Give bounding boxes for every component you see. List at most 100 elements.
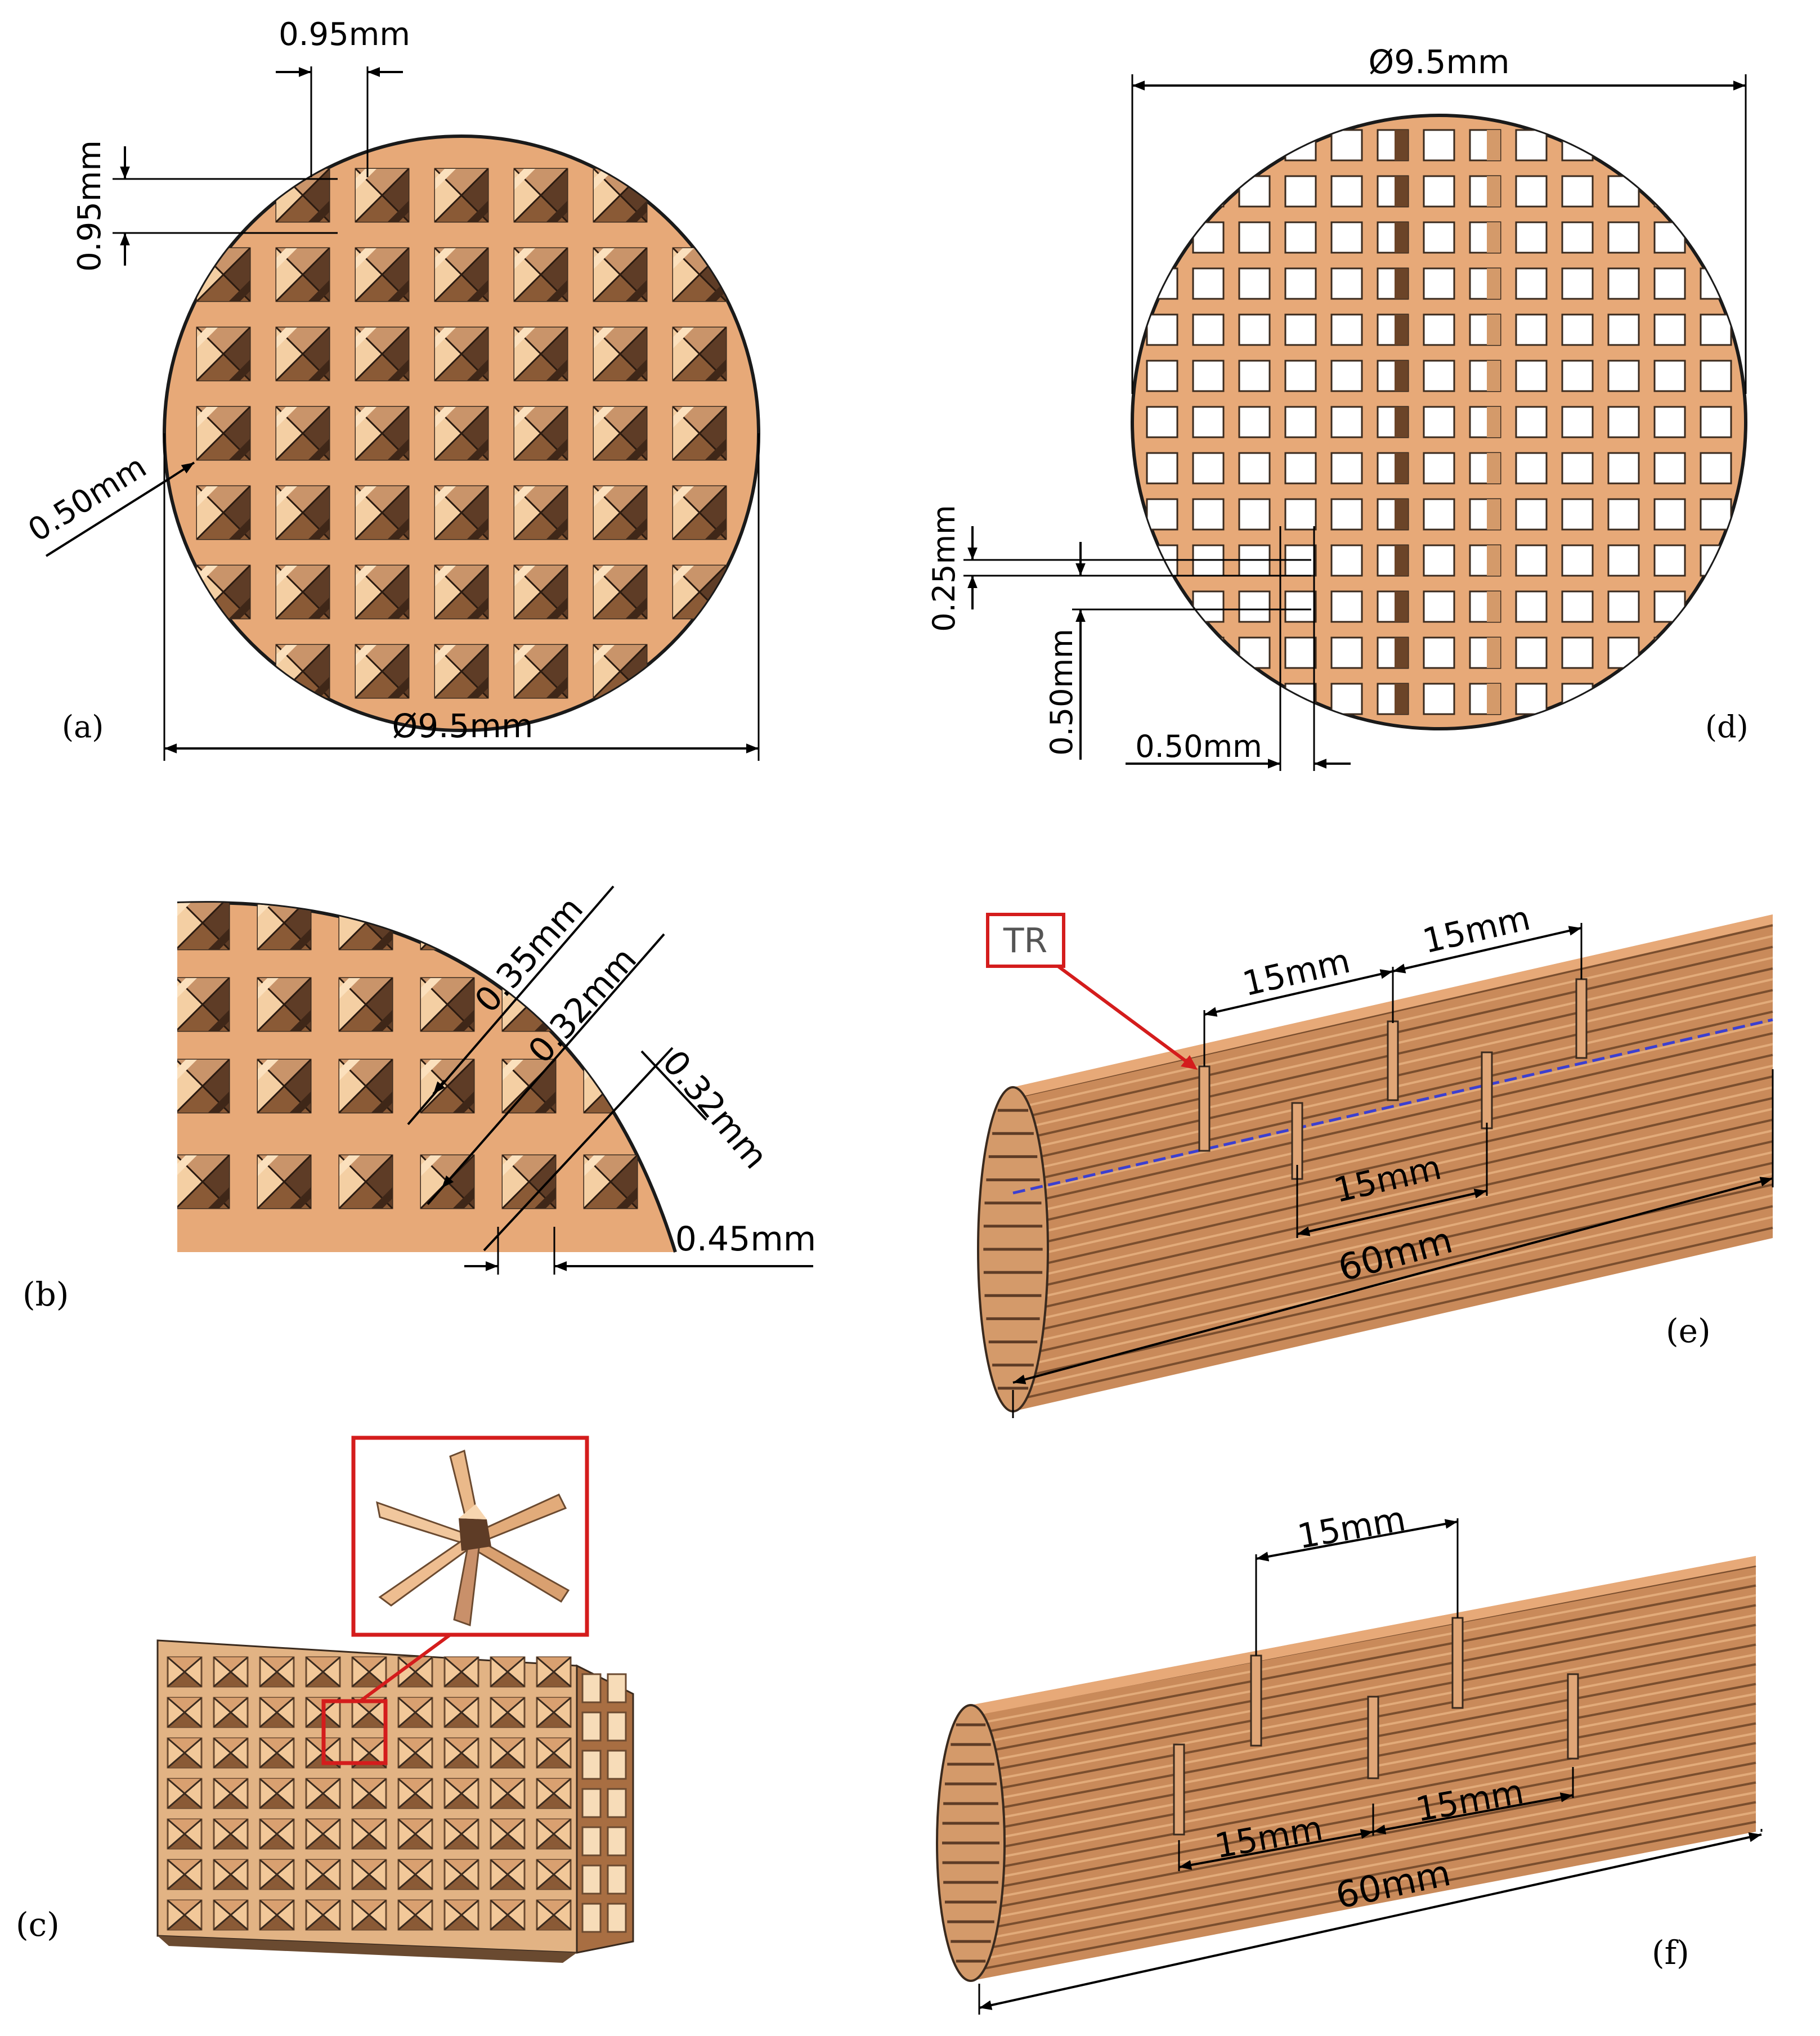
grid-hole <box>1515 406 1548 438</box>
lattice-cell <box>513 644 568 699</box>
grid-hole <box>1238 267 1271 300</box>
lattice-cell <box>513 326 568 382</box>
lattice-cell <box>672 485 727 540</box>
lattice-cell <box>355 168 410 223</box>
grid-hole <box>1238 175 1271 208</box>
grid-hole <box>1653 498 1686 531</box>
grid-hole <box>1653 636 1686 669</box>
grid-hole <box>1700 590 1732 623</box>
grid-hole <box>1561 590 1594 623</box>
grid-hole <box>1423 175 1455 208</box>
grid-hole <box>1330 129 1363 162</box>
grid-hole <box>1146 636 1178 669</box>
grid-hole <box>1330 406 1363 438</box>
panel-d-diameter-label: Ø9.5mm <box>1369 43 1510 81</box>
panel-a-dim-cell-width: 0.95mm <box>276 16 410 177</box>
grid-hole <box>1423 406 1455 438</box>
lattice-cell <box>434 247 489 302</box>
grid-hole <box>1238 590 1271 623</box>
grid-hole <box>1423 452 1455 485</box>
grid-hole <box>1238 360 1271 392</box>
grid-hole <box>1515 175 1548 208</box>
grid-hole <box>1423 360 1455 392</box>
panel-f-joints <box>1173 1617 1579 1836</box>
lattice-cell <box>434 168 489 223</box>
grid-hole <box>1330 544 1363 577</box>
grid-hole <box>1515 313 1548 346</box>
grid-hole <box>1515 452 1548 485</box>
grid-hole <box>1284 406 1317 438</box>
grid-hole <box>1607 313 1640 346</box>
grid-hole <box>1561 313 1594 346</box>
lattice-cell <box>355 564 410 620</box>
grid-hole <box>1192 221 1225 254</box>
grid-hole <box>1700 221 1732 254</box>
grid-hole <box>1192 267 1225 300</box>
lattice-cell <box>257 1154 312 1209</box>
lattice-cell <box>593 326 648 382</box>
grid-hole <box>1238 683 1271 715</box>
grid-hole <box>1284 636 1317 669</box>
grid-hole <box>1192 175 1225 208</box>
panel-e-callout-label: TR <box>1003 921 1047 961</box>
lattice-cell <box>434 406 489 461</box>
grid-hole <box>1515 590 1548 623</box>
grid-hole <box>1607 406 1640 438</box>
grid-hole <box>1515 360 1548 392</box>
grid-hole <box>1192 406 1225 438</box>
lattice-cell <box>275 326 330 382</box>
grid-hole <box>1607 360 1640 392</box>
panel-a: 0.95mm 0.95mm 0.50mm Ø9.5mm (a) <box>22 16 760 761</box>
panel-e: TR 15mm 15mm 15mm 60mm (e) <box>977 899 1774 1418</box>
lattice-cell <box>196 168 251 223</box>
lattice-cell <box>420 1059 475 1114</box>
lattice-cell <box>434 644 489 699</box>
grid-hole <box>1561 221 1594 254</box>
grid-hole <box>1423 267 1455 300</box>
grid-hole <box>1607 498 1640 531</box>
lattice-cell <box>593 644 648 699</box>
grid-hole <box>1423 129 1455 162</box>
panel-a-label: (a) <box>62 709 104 745</box>
lattice-cell <box>257 977 312 1032</box>
panel-d-label: (d) <box>1705 709 1749 745</box>
panel-c: (c) <box>16 1436 634 1963</box>
grid-hole <box>1700 175 1732 208</box>
grid-hole <box>1284 221 1317 254</box>
grid-hole <box>1607 175 1640 208</box>
lattice-cell <box>338 1059 393 1114</box>
lattice-cell <box>275 247 330 302</box>
grid-hole <box>1330 221 1363 254</box>
grid-hole <box>1561 360 1594 392</box>
lattice-cell <box>672 247 727 302</box>
grid-hole <box>1146 683 1178 715</box>
lattice-cell <box>420 903 475 950</box>
lattice-cell <box>513 406 568 461</box>
grid-hole <box>1561 129 1594 162</box>
grid-hole <box>1238 406 1271 438</box>
joint-ring <box>1250 1654 1262 1747</box>
grid-hole <box>1284 313 1317 346</box>
grid-hole <box>1561 636 1594 669</box>
grid-hole <box>1607 590 1640 623</box>
joint-ring <box>1198 1065 1211 1152</box>
grid-hole <box>1561 175 1594 208</box>
lattice-cell <box>672 564 727 620</box>
grid-hole <box>1330 360 1363 392</box>
joint-ring <box>1387 1020 1399 1101</box>
panel-b-label: (b) <box>23 1275 69 1313</box>
grid-hole <box>1653 313 1686 346</box>
panel-a-dim-cell-height: 0.95mm <box>71 140 338 272</box>
lattice-cell <box>275 644 330 699</box>
panel-c-highlight-box <box>321 1699 388 1765</box>
grid-hole <box>1146 498 1178 531</box>
grid-hole <box>1330 452 1363 485</box>
grid-hole <box>1653 267 1686 300</box>
lattice-cell <box>672 406 727 461</box>
grid-hole <box>1515 129 1548 162</box>
grid-hole <box>1238 129 1271 162</box>
joint-ring <box>1173 1743 1185 1836</box>
lattice-cell <box>338 977 393 1032</box>
panel-f-label: (f) <box>1652 1934 1689 1972</box>
